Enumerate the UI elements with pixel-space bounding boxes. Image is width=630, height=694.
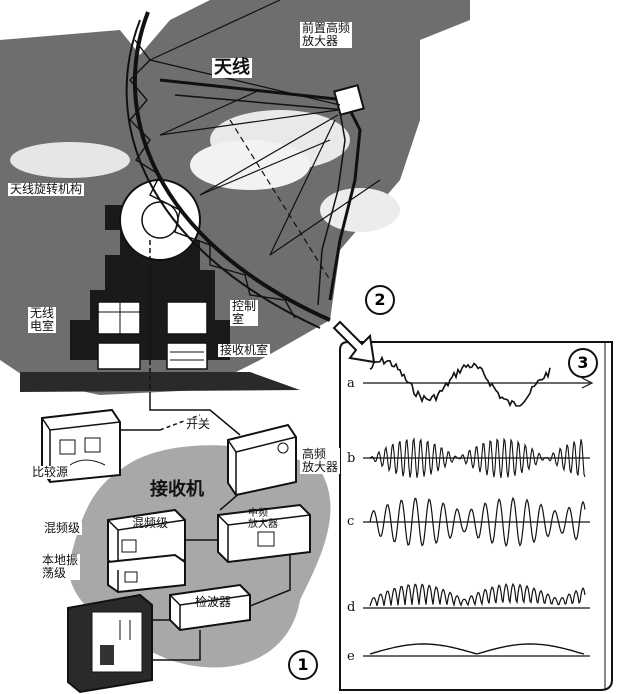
waveform-e [369, 643, 585, 655]
marker-3: 3 [568, 348, 598, 378]
if-amp-box [217, 503, 311, 564]
waveform-label-b: b [347, 451, 356, 466]
control-room-label: 控制 室 [230, 299, 259, 326]
control-room-window [166, 301, 208, 335]
cloud [10, 142, 130, 178]
big-arrow [332, 320, 376, 364]
marker-1: 1 [288, 650, 318, 680]
detector-box [169, 583, 251, 632]
antenna-room-window [97, 301, 141, 335]
rotator-label: 天线旋转机构 [8, 182, 85, 196]
waveform-d [369, 582, 586, 608]
hf-amp-box [227, 423, 297, 497]
local-osc-label: 本地振 荡级 [40, 553, 81, 580]
switch-label: 开关 [184, 417, 213, 431]
preamp-box [333, 84, 365, 116]
waveform-b [369, 437, 586, 478]
hf-amp-label: 高频 放大器 [300, 447, 341, 474]
mixer-box-label: 混频级 [132, 516, 169, 530]
receiver-label: 接收机 [150, 479, 204, 500]
waveform-label-a: a [347, 376, 355, 391]
waveform-c [369, 496, 586, 548]
compare-source-box [41, 408, 121, 484]
ground [20, 372, 300, 392]
waveform-panel [332, 320, 613, 691]
antenna-room-label: 无线 电室 [28, 306, 57, 333]
receiver-room-window [166, 342, 208, 370]
compare-source-label: 比较源 [30, 465, 71, 479]
mixer-label: 混频级 [42, 521, 83, 535]
waveform-label-e: e [347, 649, 355, 664]
dish-inner-rim [125, 19, 321, 329]
incoming-rays [149, 0, 381, 281]
feed-support-leg [328, 109, 362, 301]
mixer-stack [107, 508, 186, 594]
antenna-label: 天线 [212, 57, 252, 78]
waveform-label-d: d [347, 600, 356, 615]
chart-recorder [67, 593, 153, 694]
preamp-label: 前置高频 放大器 [300, 21, 353, 48]
receiver-room-label: 接收机室 [218, 343, 271, 357]
cloud [190, 140, 310, 190]
feed-support-arm [174, 94, 346, 111]
cloud [320, 188, 400, 232]
feed-support-arm [159, 78, 346, 102]
waveform-a [369, 355, 551, 408]
detector-box-label: 检波器 [195, 595, 232, 609]
marker-2: 2 [365, 285, 395, 315]
ground-room-window [97, 342, 141, 370]
dish-truss [129, 39, 296, 319]
waveform-traces [369, 355, 586, 655]
waveform-label-c: c [347, 514, 355, 529]
if-amp-box-label: 中频 放大器 [248, 508, 278, 530]
